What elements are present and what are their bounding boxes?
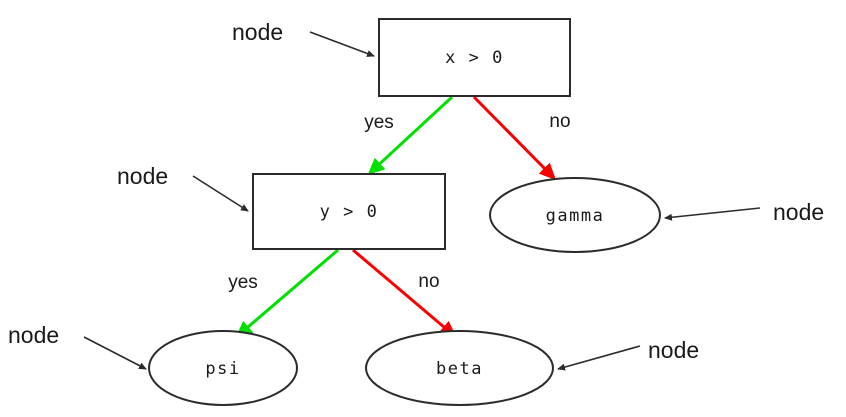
node-beta-label: beta bbox=[436, 359, 483, 379]
edge-inner-no bbox=[352, 248, 457, 338]
annotation-beta-label: node bbox=[648, 337, 699, 363]
annotations-layer: node node node node node bbox=[8, 19, 824, 371]
annotation-psi: node bbox=[8, 322, 147, 370]
node-gamma-label: gamma bbox=[546, 206, 605, 226]
annotation-beta: node bbox=[557, 337, 699, 371]
annotation-gamma: node bbox=[664, 199, 824, 225]
node-gamma[interactable]: gamma bbox=[489, 177, 661, 253]
annotation-beta-pointer bbox=[557, 345, 641, 371]
node-beta[interactable]: beta bbox=[365, 330, 554, 406]
node-inner-box[interactable] bbox=[252, 173, 446, 250]
annotation-inner-pointer bbox=[192, 175, 249, 212]
edge-label-root-no: no bbox=[549, 111, 570, 132]
edges-layer bbox=[235, 95, 557, 338]
node-root-label: x > 0 bbox=[445, 48, 504, 68]
node-root-box[interactable] bbox=[378, 18, 571, 97]
edge-root-no bbox=[472, 95, 557, 181]
annotation-root: node bbox=[232, 19, 375, 57]
annotation-root-label: node bbox=[232, 19, 283, 45]
node-inner-label: y > 0 bbox=[320, 202, 379, 222]
node-beta-ellipse[interactable] bbox=[365, 330, 554, 406]
node-root[interactable]: x > 0 bbox=[378, 18, 571, 97]
annotation-psi-label: node bbox=[8, 322, 59, 348]
annotation-inner: node bbox=[117, 163, 249, 212]
node-psi-label: psi bbox=[205, 359, 240, 379]
annotation-root-pointer bbox=[309, 31, 375, 57]
edge-label-inner-yes: yes bbox=[228, 272, 258, 293]
edge-label-root-yes: yes bbox=[364, 112, 394, 133]
node-psi[interactable]: psi bbox=[148, 330, 298, 406]
edge-root-yes bbox=[367, 95, 454, 175]
node-inner[interactable]: y > 0 bbox=[252, 173, 446, 250]
annotation-gamma-label: node bbox=[773, 199, 824, 225]
node-psi-ellipse[interactable] bbox=[148, 330, 298, 406]
edge-labels-layer: yes no yes no bbox=[228, 111, 570, 293]
annotation-gamma-pointer bbox=[664, 207, 761, 221]
edge-label-inner-no: no bbox=[418, 271, 439, 292]
annotation-psi-pointer bbox=[83, 336, 147, 370]
edge-inner-yes bbox=[235, 248, 339, 338]
node-gamma-ellipse[interactable] bbox=[489, 177, 661, 253]
nodes-layer: x > 0 y > 0 gamma psi beta bbox=[148, 18, 661, 406]
annotation-inner-label: node bbox=[117, 163, 168, 189]
